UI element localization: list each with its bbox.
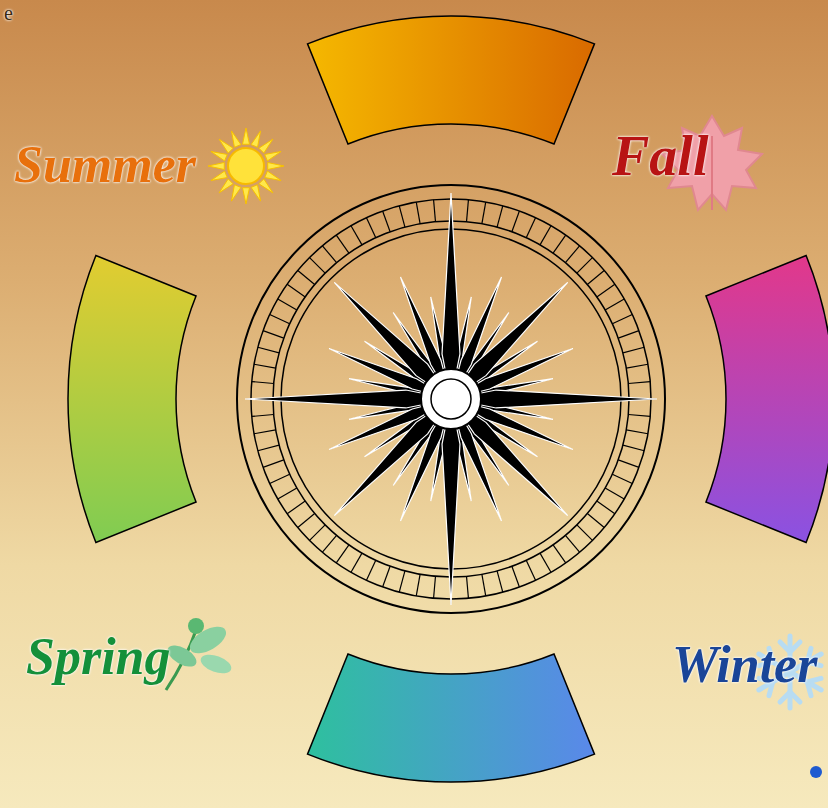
season-band	[68, 256, 196, 543]
corner-fragment: e	[4, 2, 13, 24]
compass-rose	[237, 185, 665, 613]
sun-icon	[208, 128, 284, 204]
season-band	[308, 16, 595, 144]
bullet-dot	[810, 766, 822, 778]
season-label: Summer	[14, 136, 196, 193]
rose-ring	[237, 185, 665, 613]
flower-icon	[164, 618, 234, 690]
rose-hub-inner	[431, 379, 471, 419]
rose-points	[245, 193, 657, 605]
season-band	[706, 256, 828, 543]
season-bands	[68, 16, 828, 782]
season-band	[308, 654, 595, 782]
season-label: Fall	[612, 126, 708, 188]
season-label: Spring	[26, 628, 171, 685]
rose-hub	[421, 369, 481, 429]
season-label: Winter	[672, 636, 817, 693]
